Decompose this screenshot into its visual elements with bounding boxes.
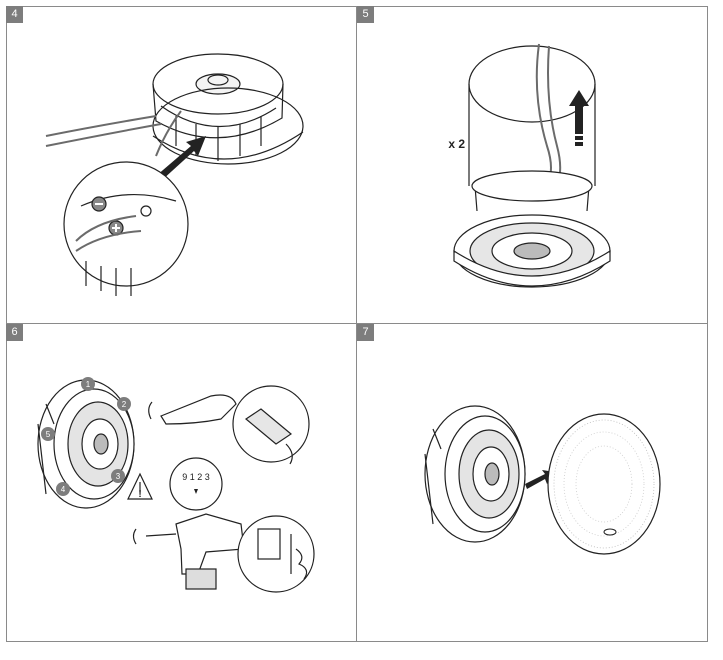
step-5-panel: 5 x 2: [357, 6, 708, 324]
screwdriver-icon: [160, 394, 237, 425]
callout-5: 5: [46, 430, 51, 439]
step-4-panel: 4: [6, 6, 357, 324]
grille-attach-illustration: [424, 405, 661, 555]
rotate-arrow-icon: [148, 401, 153, 420]
speaker-icon: [37, 379, 135, 509]
drill-icon: [175, 513, 245, 575]
dial-digits: 9 1 2 3: [182, 472, 210, 482]
warning-icon: [127, 472, 153, 500]
tighten-clamps-illustration: 1 2 3 4 5 9 1 2 3 !: [37, 377, 315, 593]
speaker-icon: [453, 170, 611, 288]
callout-3: 3: [116, 472, 121, 481]
callout-2: 2: [122, 400, 127, 409]
plus-icon: [115, 224, 117, 232]
callout-4: 4: [61, 485, 66, 494]
speaker-wiring-illustration: [45, 53, 304, 296]
clamp-callouts: 1 2 3 4 5: [41, 377, 131, 496]
callout-1: 1: [86, 380, 91, 389]
step-number-badge: 5: [357, 6, 374, 23]
arrow-icon: [156, 136, 206, 181]
svg-text:!: !: [138, 489, 141, 500]
step-number-badge: 6: [6, 324, 23, 341]
detail-magnifier: [63, 161, 189, 296]
step-number-badge: 4: [6, 6, 23, 23]
ceiling-mount-illustration: x 2: [448, 43, 611, 288]
wire-icon: [45, 110, 182, 157]
step-6-panel: 6 1 2 3 4 5: [6, 324, 357, 642]
arrow-up-icon: [569, 90, 589, 146]
minus-icon: [95, 203, 103, 205]
step-number-badge: 7: [357, 324, 374, 341]
speaker-icon: [424, 405, 526, 543]
quantity-label: x 2: [448, 137, 465, 151]
grille-icon: [547, 413, 661, 555]
step-7-panel: 7: [357, 324, 708, 642]
detail-circle-2: [237, 515, 315, 593]
arrow-icon: [525, 470, 555, 489]
torque-dial: [169, 457, 223, 511]
